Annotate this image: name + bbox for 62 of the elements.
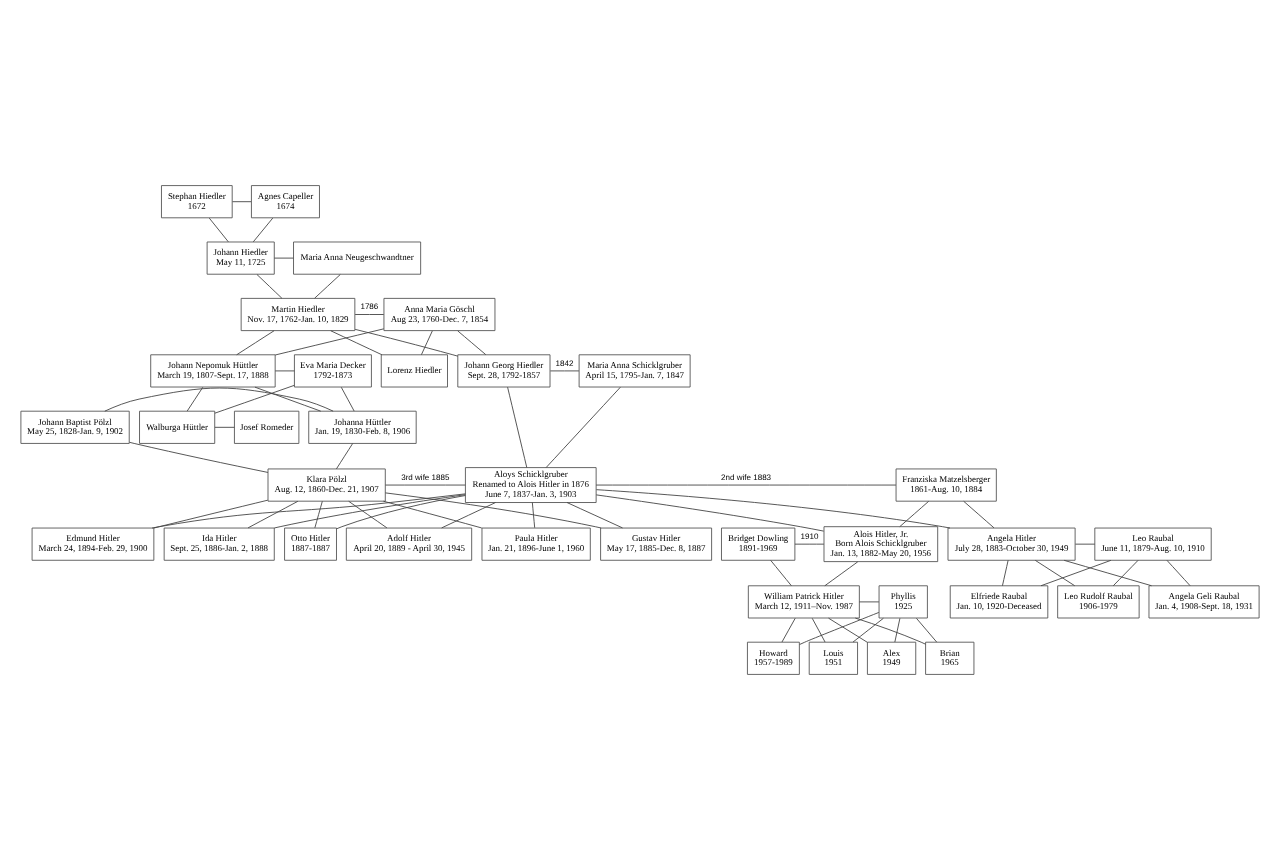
connector [232, 201, 252, 203]
connector [274, 370, 295, 372]
connector [208, 217, 229, 243]
connector [151, 493, 466, 529]
connector [963, 500, 995, 529]
connector [1002, 559, 1009, 587]
connector [811, 617, 826, 643]
connector [129, 441, 269, 473]
connector [781, 617, 796, 643]
connector [566, 502, 623, 529]
connector [915, 617, 938, 643]
connector [214, 384, 295, 414]
connector [314, 274, 341, 299]
connector [799, 612, 880, 645]
connector [1112, 559, 1139, 587]
connector [595, 484, 897, 486]
connector [348, 500, 388, 529]
connector [384, 484, 466, 486]
connector [383, 500, 483, 529]
connector [858, 601, 880, 603]
connector [1166, 559, 1191, 587]
connector [252, 217, 274, 243]
connector [595, 494, 825, 532]
connector [273, 257, 294, 259]
connector [335, 443, 354, 470]
connector [531, 502, 536, 529]
connector [384, 492, 602, 529]
connector [549, 370, 580, 372]
connector [852, 617, 884, 643]
connector [828, 617, 868, 643]
connector [256, 274, 283, 299]
connector [314, 500, 323, 529]
connector [330, 330, 383, 356]
connector [273, 494, 466, 529]
connector [274, 328, 385, 356]
connector [354, 314, 385, 315]
connector [595, 489, 951, 529]
connector [236, 330, 275, 356]
connector [340, 386, 355, 412]
connector [214, 426, 235, 428]
connector [1074, 543, 1096, 545]
connector [507, 386, 528, 468]
connector [441, 502, 496, 529]
connector [354, 328, 459, 357]
connector [186, 386, 204, 412]
connector [421, 330, 433, 356]
connector [854, 617, 926, 645]
connector [824, 561, 859, 587]
connector [153, 499, 269, 529]
connector [1034, 559, 1076, 587]
connector [254, 386, 322, 412]
connector [899, 500, 930, 528]
connector [1063, 559, 1152, 587]
connector [247, 500, 299, 529]
connector [770, 559, 792, 587]
connector [457, 330, 487, 356]
connector [336, 495, 466, 530]
connector [104, 387, 334, 412]
connector [1040, 559, 1112, 587]
connector [894, 617, 901, 643]
connector [545, 386, 621, 468]
connector [794, 543, 825, 545]
